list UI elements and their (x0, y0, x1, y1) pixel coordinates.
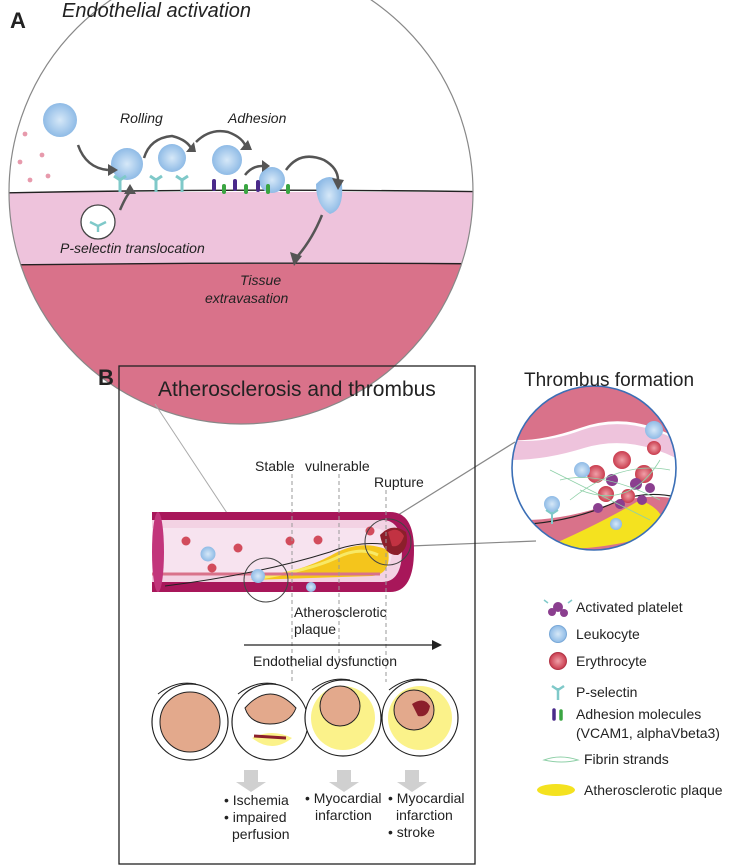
thrombus-title: Thrombus formation (524, 370, 695, 391)
fibrin-icon (542, 756, 580, 763)
p-selectin-molecules (113, 174, 189, 192)
leukocyte-cells (43, 103, 343, 214)
panel-a-magnifier (8, 0, 474, 425)
legend-icons (537, 599, 580, 796)
leader-line-b-bottom (409, 540, 537, 547)
thrombus-leukocytes (544, 421, 663, 530)
vessel-leukocyte (200, 546, 216, 562)
panel-b-frame (118, 365, 476, 865)
panel-b-letter: B (98, 365, 114, 390)
rupture-label: Rupture (374, 474, 424, 490)
thrombus-platelets (593, 474, 655, 513)
endothelial-dysfunction-label: Endothelial dysfunction (253, 653, 397, 669)
legend-item-p-selectin: P-selectin (576, 684, 638, 700)
cross-sections (151, 678, 459, 761)
legend-item-leukocyte: Leukocyte (576, 626, 640, 642)
outcome-ischemia: • Ischemia • impaired perfusion (224, 792, 290, 842)
legend-item-plaque: Atherosclerotic plaque (584, 782, 723, 798)
outcome-myocardial-2: • Myocardial infarction • stroke (388, 790, 465, 840)
erythrocyte-icon (549, 652, 567, 670)
legend-item-adhesion-detail: (VCAM1, alphaVbeta3) (576, 725, 720, 741)
legend-item-platelet: Activated platelet (576, 599, 683, 615)
extravasation-label: extravasation (205, 290, 289, 306)
p-selectin-translocation-label: P-selectin translocation (60, 240, 205, 256)
plaque-label-line1: Atherosclerotic (294, 604, 387, 620)
leukocyte-icon (549, 625, 567, 643)
legend-item-fibrin: Fibrin strands (584, 751, 669, 767)
thrombus-erythrocytes (587, 441, 661, 503)
panel-a-letter: A (10, 8, 26, 33)
rupture-zoom-circle (364, 518, 412, 566)
outcome-myocardial-1: • Myocardial infarction (305, 790, 382, 823)
tissue-label: Tissue (240, 272, 282, 288)
vessel-erythrocytes (181, 526, 375, 573)
leader-line-b-top (389, 441, 516, 521)
stage-dashed-lines (291, 474, 387, 682)
plasma-dots (17, 131, 51, 183)
plaque-label-line2: plaque (294, 621, 337, 637)
p-selectin-icon (551, 684, 565, 700)
plaque-icon (537, 784, 575, 796)
legend-item-erythrocyte: Erythrocyte (576, 653, 647, 669)
platelet-icon (543, 599, 573, 617)
adhesion-label: Adhesion (228, 110, 287, 126)
adhesion-molecules-icon (552, 708, 563, 721)
panel-a-title: Endothelial activation (62, 0, 252, 22)
endothelium-zoom-circle (243, 557, 289, 603)
vulnerable-label: vulnerable (305, 458, 370, 474)
weibel-palade-body (80, 204, 116, 240)
stable-label: Stable (255, 458, 295, 474)
migration-arrows (76, 129, 340, 259)
legend-item-adhesion: Adhesion molecules (576, 706, 702, 722)
panel-b-title: Atherosclerosis and thrombus (158, 378, 436, 401)
adhesion-molecules (212, 179, 290, 194)
rolling-label: Rolling (120, 110, 163, 126)
fibrin-strands (549, 459, 671, 521)
artery-vessel (152, 512, 414, 603)
outcome-arrows (236, 770, 427, 792)
thrombus-magnifier (511, 385, 677, 551)
